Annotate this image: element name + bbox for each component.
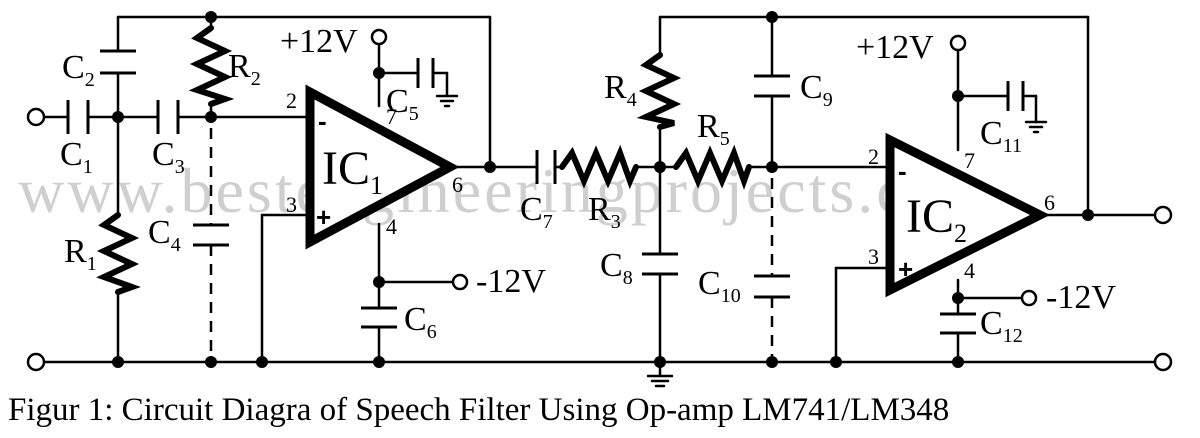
label-c11: C11 bbox=[980, 115, 1022, 157]
resistor-r2 bbox=[188, 25, 235, 107]
figure-caption: Figur 1: Circuit Diagra of Speech Filter… bbox=[8, 392, 949, 428]
supply-labels: +12V -12V +12V -12V bbox=[280, 23, 1116, 316]
capacitor-c4 bbox=[193, 223, 229, 247]
capacitor-c9 bbox=[754, 74, 790, 98]
ic2-sign-noninv: + bbox=[898, 254, 913, 284]
capacitor-c2 bbox=[100, 49, 136, 75]
label-c12: C12 bbox=[980, 305, 1023, 347]
label-c3: C3 bbox=[152, 136, 185, 178]
opamp-ic1-label: IC1 bbox=[322, 142, 383, 200]
label-c8: C8 bbox=[600, 247, 633, 289]
junction-dots bbox=[112, 11, 1094, 368]
ic2-pin-vneg: 4 bbox=[964, 258, 975, 283]
ground-terminal-left bbox=[26, 352, 46, 372]
capacitor-c3 bbox=[156, 100, 180, 134]
ic2-pin-vpos: 7 bbox=[964, 148, 975, 173]
supply-terminal-neg1 bbox=[451, 273, 469, 291]
supply-terminal-pos2 bbox=[949, 34, 967, 52]
input-terminal bbox=[26, 107, 46, 127]
capacitor-c12 bbox=[940, 312, 976, 335]
label-c1: C1 bbox=[60, 136, 93, 178]
label-c5: C5 bbox=[386, 83, 419, 125]
terminals bbox=[26, 28, 1173, 372]
opamp-ic2 bbox=[885, 132, 1051, 298]
ic2-pin-noninv: 3 bbox=[868, 244, 879, 269]
label-r2: R2 bbox=[228, 48, 261, 90]
label-r1: R1 bbox=[64, 233, 97, 275]
ic1-sign-inv: - bbox=[318, 106, 327, 136]
label-r3: R3 bbox=[588, 191, 621, 233]
component-labels: C2 C1 C3 R2 C4 R1 C5 C6 C7 R3 R4 R5 C8 C… bbox=[60, 48, 1023, 347]
ground-icon bbox=[646, 374, 674, 388]
supply-terminal-neg2 bbox=[1020, 289, 1038, 307]
ground-symbols bbox=[435, 94, 1048, 388]
resistor-r5 bbox=[673, 144, 752, 190]
capacitor-c11 bbox=[1006, 81, 1025, 111]
supply-label-neg2: -12V bbox=[1046, 279, 1116, 316]
label-c2: C2 bbox=[62, 49, 95, 91]
capacitor-c8 bbox=[642, 252, 678, 276]
label-c4: C4 bbox=[148, 214, 181, 256]
label-c6: C6 bbox=[404, 301, 437, 343]
resistor-r1 bbox=[96, 212, 141, 295]
supply-label-pos2: +12V bbox=[856, 29, 934, 66]
ic1-pin-vneg: 4 bbox=[386, 214, 397, 239]
opamp-labels: IC1 2 - 3 + 7 4 6 IC2 2 - 3 + 7 4 6 bbox=[286, 88, 1055, 284]
resistor-r4 bbox=[636, 52, 682, 130]
label-r5: R5 bbox=[697, 108, 730, 150]
capacitor-c10 bbox=[754, 274, 790, 299]
ic1-pin-noninv: 3 bbox=[286, 192, 297, 217]
supply-terminal-pos1 bbox=[370, 28, 388, 46]
ic1-pin-inv: 2 bbox=[286, 88, 297, 113]
ground-terminal-right bbox=[1153, 352, 1173, 372]
ic1-pin-vpos: 7 bbox=[386, 104, 397, 129]
ground-icon bbox=[1024, 120, 1048, 134]
output-terminal bbox=[1153, 205, 1173, 225]
capacitors bbox=[66, 49, 1025, 335]
label-r4: R4 bbox=[604, 69, 637, 111]
capacitor-c1 bbox=[66, 100, 90, 134]
opamp-ic2-label: IC2 bbox=[906, 190, 967, 248]
resistor-r3 bbox=[559, 144, 639, 190]
label-c10: C10 bbox=[698, 265, 741, 307]
ic1-sign-noninv: + bbox=[316, 202, 331, 232]
ic2-pin-inv: 2 bbox=[868, 144, 879, 169]
supply-label-pos1: +12V bbox=[280, 23, 358, 60]
ic1-pin-out: 6 bbox=[452, 172, 463, 197]
supply-label-neg1: -12V bbox=[476, 263, 546, 300]
capacitor-c7 bbox=[535, 150, 557, 184]
opamp-ic1 bbox=[305, 84, 460, 250]
ic2-pin-out: 6 bbox=[1044, 190, 1055, 215]
ground-icon bbox=[435, 94, 459, 108]
capacitor-c6 bbox=[361, 306, 397, 329]
resistors bbox=[96, 25, 752, 295]
label-c9: C9 bbox=[800, 69, 833, 111]
label-c7: C7 bbox=[520, 191, 553, 233]
capacitor-c5 bbox=[416, 58, 435, 88]
ic2-sign-inv: - bbox=[898, 156, 907, 186]
